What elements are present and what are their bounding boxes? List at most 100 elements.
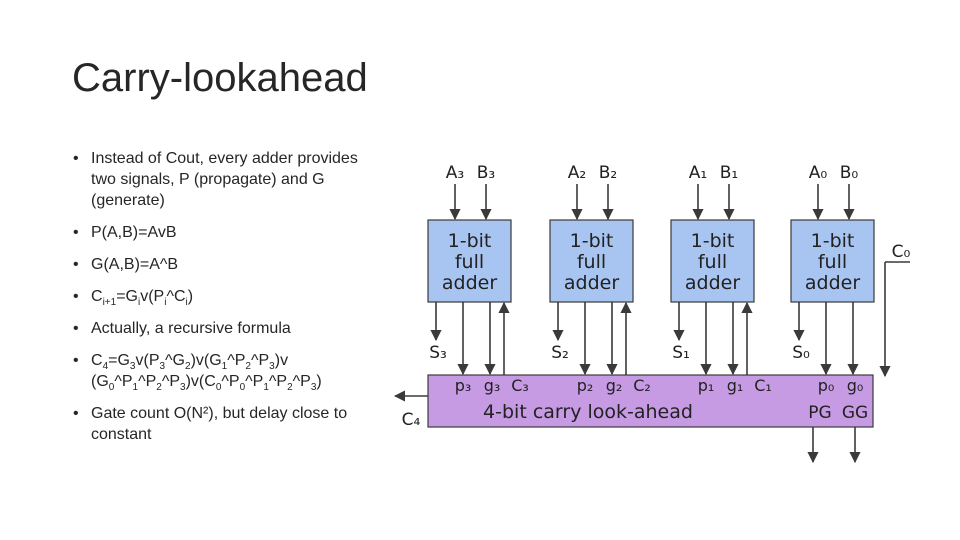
input-b-label: B₃ — [477, 163, 495, 183]
adder-block — [790, 219, 875, 303]
formula-line-1: C4=G3v(P3^G2)v(G1^P2^P3)v — [91, 352, 288, 373]
input-b-label: B₁ — [720, 163, 738, 183]
bullet-list: Instead of Cout, every adder provides tw… — [72, 148, 372, 456]
adder-label: 1-bit — [448, 230, 492, 252]
formula-subscript: 2 — [156, 382, 162, 394]
formula-subscript: 3 — [129, 361, 136, 373]
adder-label: adder — [805, 272, 860, 294]
input-a-label: A₁ — [689, 163, 707, 183]
formula-subscript: i+1 — [102, 297, 117, 309]
bullet-propagate: P(A,B)=AvB — [72, 222, 372, 243]
bullet-gate-count: Gate count O(N²), but delay close to con… — [72, 403, 372, 445]
c0-label: C₀ — [892, 242, 911, 262]
formula-line-2: (G0^P1^P2^P3)v(C0^P0^P1^P2^P3) — [91, 373, 322, 394]
bullet-generate: G(A,B)=A^B — [72, 254, 372, 275]
formula-part: ^P — [221, 373, 240, 390]
cla-block — [427, 374, 874, 428]
adder-block — [670, 219, 755, 303]
input-a-label: A₂ — [568, 163, 586, 183]
formula-part: C — [91, 288, 103, 305]
generate-label: g₂ — [606, 376, 623, 395]
formula-part: v(P — [140, 288, 165, 305]
bullet-text: P(A,B)=AvB — [91, 224, 177, 241]
formula-subscript: 1 — [132, 382, 139, 394]
carry-label: C₃ — [511, 376, 529, 395]
adder-label: full — [698, 251, 727, 273]
gg-label: GG — [842, 403, 868, 423]
adder-label: full — [818, 251, 847, 273]
bullet-text: Actually, a recursive formula — [91, 320, 291, 337]
carry-label: C₂ — [633, 376, 651, 395]
bullet-text: Instead of Cout, every adder provides tw… — [91, 150, 358, 209]
adder-label: full — [455, 251, 484, 273]
bullet-text: Ci+1=Giv(Pi^Ci) — [91, 288, 194, 309]
bullet-text: Gate count O(N²), but delay close to con… — [91, 405, 348, 443]
bullet-text: G(A,B)=A^B — [91, 256, 179, 273]
cla-label: 4-bit carry look-ahead — [483, 401, 693, 423]
formula-subscript: 2 — [245, 361, 251, 373]
input-b-label: B₂ — [599, 163, 617, 183]
slide-title: Carry-lookahead — [72, 56, 368, 100]
formula-part: )v(C — [185, 373, 216, 390]
formula-subscript: 0 — [239, 382, 246, 394]
formula-part: ^P — [138, 373, 157, 390]
formula-part: (G — [91, 373, 109, 390]
adder-label: adder — [564, 272, 619, 294]
formula-subscript: 2 — [185, 361, 191, 373]
formula-part: ^P — [250, 352, 270, 369]
adder-block — [549, 219, 634, 303]
formula-subscript: i — [164, 297, 167, 309]
formula-subscript: 1 — [263, 382, 269, 394]
formula-subscript: 3 — [159, 361, 166, 373]
formula-subscript: 3 — [269, 361, 275, 373]
formula-part: ^P — [114, 373, 133, 390]
formula-part: )v(G — [190, 352, 222, 369]
formula-subscript: i — [185, 297, 188, 309]
bullet-cout-signals: Instead of Cout, every adder provides tw… — [72, 148, 372, 211]
formula-part: ^P — [161, 373, 181, 390]
propagate-label: p₂ — [577, 376, 594, 395]
generate-label: g₃ — [484, 376, 501, 395]
input-a-label: A₃ — [446, 163, 464, 183]
bullet-recursive: Actually, a recursive formula — [72, 318, 372, 339]
formula-part: ^P — [292, 373, 311, 390]
adder-block — [427, 219, 512, 303]
sum-label: S₂ — [551, 343, 569, 363]
input-a-label: A₀ — [809, 163, 828, 183]
adder-label: adder — [685, 272, 740, 294]
sum-label: S₃ — [429, 343, 447, 363]
adder-label: adder — [442, 272, 497, 294]
formula-subscript: 1 — [221, 361, 228, 373]
carry-label: C₁ — [754, 376, 772, 395]
formula-part: ^P — [268, 373, 288, 390]
pg-label: PG — [808, 403, 831, 423]
formula-subscript: 2 — [287, 382, 293, 394]
c4-label: C₄ — [402, 410, 421, 430]
adder-label: 1-bit — [570, 230, 614, 252]
formula-part: ^P — [227, 352, 246, 369]
formula-part: ^P — [245, 373, 264, 390]
formula-subscript: 4 — [102, 361, 109, 373]
adder-label: 1-bit — [691, 230, 735, 252]
formula-subscript: i — [137, 297, 141, 309]
formula-part: ) — [187, 288, 194, 305]
bullet-c4-formula: C4=G3v(P3^G2)v(G1^P2^P3)v(G0^P1^P2^P3)v(… — [72, 350, 372, 394]
sum-label: S₀ — [792, 343, 810, 363]
formula-part: ) — [316, 373, 322, 390]
formula-part: v(P — [135, 352, 160, 369]
formula-part: =G — [116, 288, 138, 305]
formula-part: ^C — [166, 288, 186, 305]
input-b-label: B₀ — [840, 163, 859, 183]
adder-label: 1-bit — [811, 230, 855, 252]
formula-subscript: 0 — [215, 382, 222, 394]
formula-part: ^G — [165, 352, 185, 369]
formula-subscript: 3 — [180, 382, 186, 394]
generate-label: g₀ — [847, 376, 864, 395]
propagate-label: p₀ — [818, 376, 835, 395]
formula-part: =G — [108, 352, 130, 369]
formula-part: C — [91, 352, 103, 369]
sum-label: S₁ — [672, 343, 690, 363]
propagate-label: p₁ — [698, 376, 715, 395]
adder-label: full — [577, 251, 606, 273]
